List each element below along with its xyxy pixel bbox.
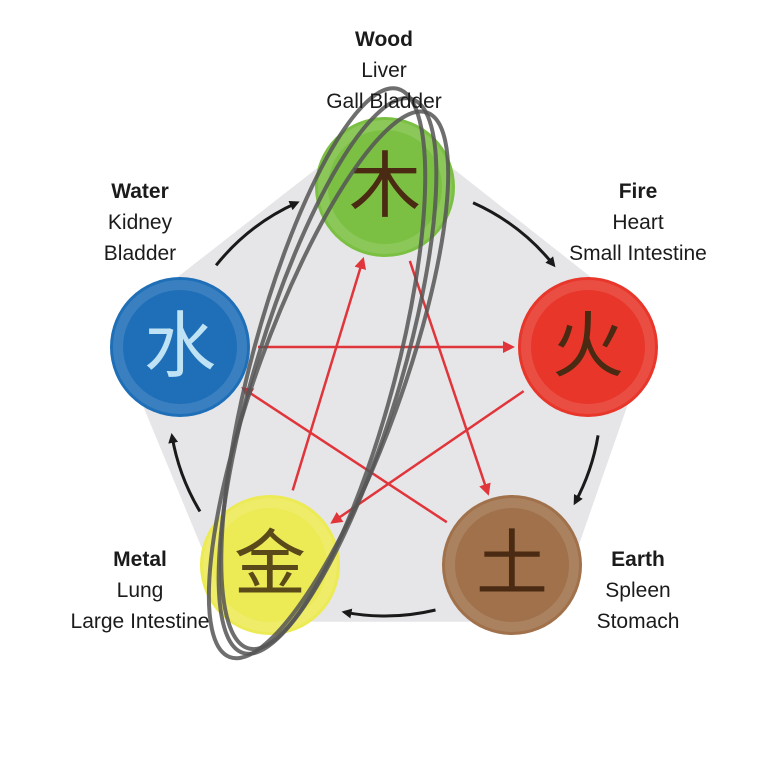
generating-arrow-water-to-wood [214, 201, 300, 267]
glyph-metal-icon: 金 [234, 522, 306, 606]
organ-wood-1: Liver [361, 59, 407, 82]
generating-arrow-metal-to-water [168, 432, 202, 513]
element-name-wood: Wood [355, 28, 413, 51]
controlling-arrow-metal-to-wood [291, 256, 367, 491]
organ-water-2: Bladder [103, 242, 177, 265]
organ-earth-1: Spleen [605, 579, 671, 602]
element-name-fire: Fire [618, 180, 658, 203]
organ-fire-2: Small Intestine [569, 242, 707, 265]
controlling-arrow-fire-to-metal [330, 390, 525, 524]
organ-wood-2: Gall Bladder [326, 90, 442, 113]
glyph-fire-icon: 火 [552, 304, 624, 388]
glyph-water-icon: 水 [144, 304, 216, 388]
organ-metal-1: Lung [116, 579, 164, 602]
organ-fire-1: Heart [612, 211, 664, 234]
organ-water-1: Kidney [107, 211, 173, 234]
element-name-metal: Metal [113, 548, 167, 571]
controlling-arrow-earth-to-water [241, 387, 448, 524]
label-metal: Metal Lung Large Intestine [40, 544, 240, 637]
generating-arrow-earth-to-metal [341, 608, 436, 619]
label-earth: Earth Spleen Stomach [548, 544, 728, 637]
element-circle-earth: 土 [442, 495, 582, 635]
element-name-water: Water [111, 180, 169, 203]
glyph-wood-icon: 木 [349, 144, 421, 228]
label-wood: Wood Liver Gall Bladder [284, 24, 484, 117]
element-circle-water: 水 [110, 277, 250, 417]
generating-arrow-fire-to-earth [573, 435, 600, 506]
highlight-loop [206, 86, 451, 661]
label-water: Water Kidney Bladder [60, 176, 220, 269]
element-name-earth: Earth [611, 548, 665, 571]
generating-arrow-wood-to-fire [472, 201, 556, 268]
label-fire: Fire Heart Small Intestine [538, 176, 738, 269]
element-circle-fire: 火 [518, 277, 658, 417]
glyph-earth-icon: 土 [476, 522, 548, 606]
organ-earth-2: Stomach [596, 610, 680, 633]
organ-metal-2: Large Intestine [70, 610, 210, 633]
